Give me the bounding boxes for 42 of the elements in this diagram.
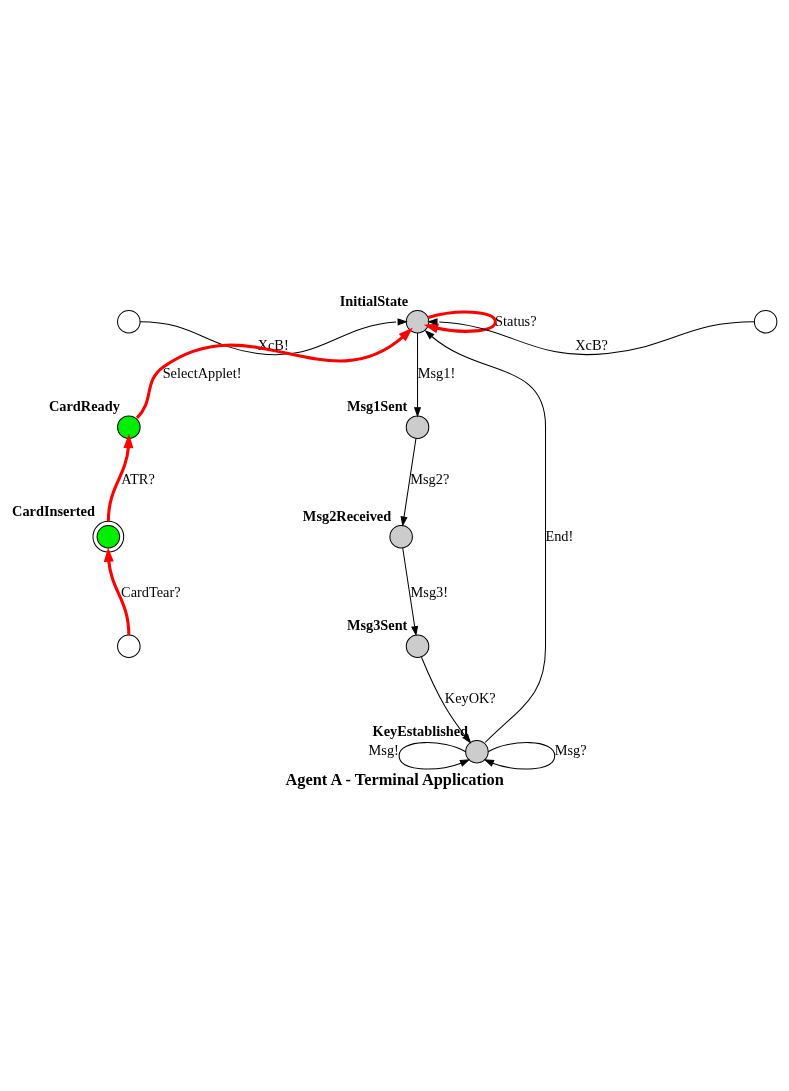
edge-label: CardTear? (121, 584, 181, 601)
arrow (424, 329, 546, 743)
node-circle (465, 739, 489, 764)
node-circle (117, 309, 141, 334)
node-circle (405, 634, 430, 659)
node-circle (389, 524, 413, 549)
arrow (427, 318, 755, 356)
node-label: Msg3Sent (346, 617, 408, 634)
node-circle (117, 415, 141, 439)
edge-label: Msg1! (417, 365, 456, 382)
arrow (423, 310, 497, 334)
edge-label: Msg2? (410, 470, 450, 487)
node-label: CardReady (48, 397, 120, 414)
arrow (400, 438, 417, 527)
arrow (402, 547, 419, 637)
arrow (135, 327, 413, 419)
node-label: InitialState (339, 292, 409, 309)
arrow (139, 318, 408, 356)
node-circle (405, 309, 430, 334)
node-circle (753, 309, 778, 334)
caption: Agent A - Terminal Application (285, 770, 504, 790)
arrow (483, 742, 556, 770)
node-label: Msg2Received (302, 507, 392, 524)
arrow (421, 656, 472, 744)
edge-label: KeyOK? (444, 689, 496, 706)
edge-label: ATR? (121, 470, 155, 487)
edge-label: XcB? (575, 336, 608, 353)
edge-label: Msg! (368, 742, 399, 759)
node-circle (117, 634, 141, 659)
node-circle (405, 415, 430, 439)
edge-label: SelectApplet! (162, 365, 242, 382)
edge-label: End! (545, 527, 574, 544)
arrow (106, 433, 134, 522)
arrow (103, 547, 131, 636)
arrow (398, 742, 471, 770)
edge-label: Status? (495, 312, 537, 329)
node-label: Msg1Sent (346, 397, 408, 414)
node-label: CardInserted (12, 503, 95, 520)
edge-label: Msg3! (410, 584, 449, 601)
node-circle (92, 520, 125, 553)
edge-label: Msg? (554, 742, 587, 759)
arrow (413, 332, 422, 418)
